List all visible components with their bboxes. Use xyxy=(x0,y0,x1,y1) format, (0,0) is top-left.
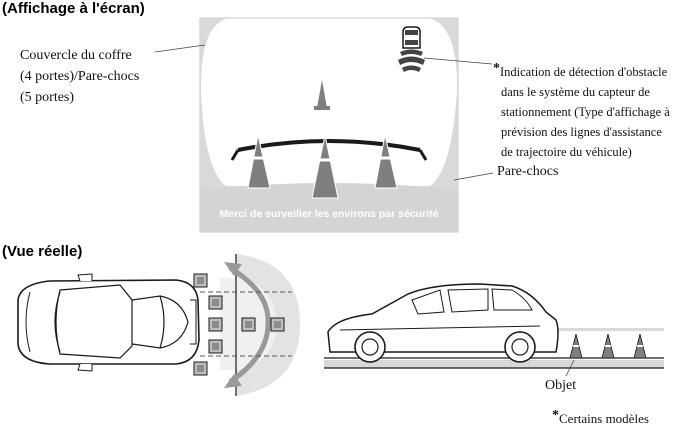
trunk-lid-label-line3: (5 portes) xyxy=(20,90,75,105)
camera-display-screen xyxy=(199,17,459,233)
bumper-label: Pare-chocs xyxy=(497,164,559,179)
screen-section-heading: (Affichage à l'écran) xyxy=(2,0,145,17)
footnote: *Certains modèles xyxy=(552,408,649,427)
footnote-text: Certains modèles xyxy=(559,411,649,426)
trunk-lid-label: Couvercle du coffre (4 portes)/Pare-choc… xyxy=(20,45,139,108)
obstacle-indicator-icon xyxy=(398,26,425,72)
parking-sensor-icon xyxy=(208,317,223,332)
footnote-asterisk: * xyxy=(552,408,559,423)
parking-sensor-icon xyxy=(241,317,256,332)
cone-icon xyxy=(311,134,339,199)
car-side-view xyxy=(324,283,664,369)
obstacle-indicator-label-line2: dans le système du capteur de xyxy=(501,85,650,99)
obstacle-indicator-text-line1: Indication de détection d'obstacle xyxy=(500,65,668,79)
trunk-lid-label-line2: (4 portes)/Pare-chocs xyxy=(20,69,140,84)
cone-icon xyxy=(569,333,583,359)
parking-sensor-icon xyxy=(193,361,208,376)
cone-icon xyxy=(601,333,615,359)
car-top-view xyxy=(17,273,200,372)
cone-icon xyxy=(633,333,647,359)
obstacle-indicator-label-line5: de trajectoire du véhicule) xyxy=(501,145,632,159)
cone-icon xyxy=(247,134,271,189)
parking-sensor-icon xyxy=(208,295,223,310)
parking-sensor-icon xyxy=(193,273,208,288)
obstacle-indicator-label-line3: stationnement (Type d'affichage à xyxy=(501,105,670,119)
object-label: Objet xyxy=(545,378,577,393)
screen-warning-message: Merci de surveiller les environs par séc… xyxy=(219,208,439,220)
asterisk-marker: * xyxy=(493,61,500,76)
cone-icon xyxy=(314,80,330,110)
trunk-lid-label-line1: Couvercle du coffre xyxy=(20,48,132,63)
obstacle-indicator-label: *Indication de détection d'obstacle dans… xyxy=(493,59,681,162)
cone-icon xyxy=(374,134,398,189)
obstacle-indicator-label-line4: prévision des lignes d'assistance xyxy=(501,125,662,139)
real-view-section-heading: (Vue réelle) xyxy=(2,243,83,260)
parking-sensor-icon xyxy=(270,317,285,332)
parking-sensor-icon xyxy=(208,339,223,354)
obstacle-indicator-label-line1: *Indication de détection d'obstacle xyxy=(493,59,681,82)
